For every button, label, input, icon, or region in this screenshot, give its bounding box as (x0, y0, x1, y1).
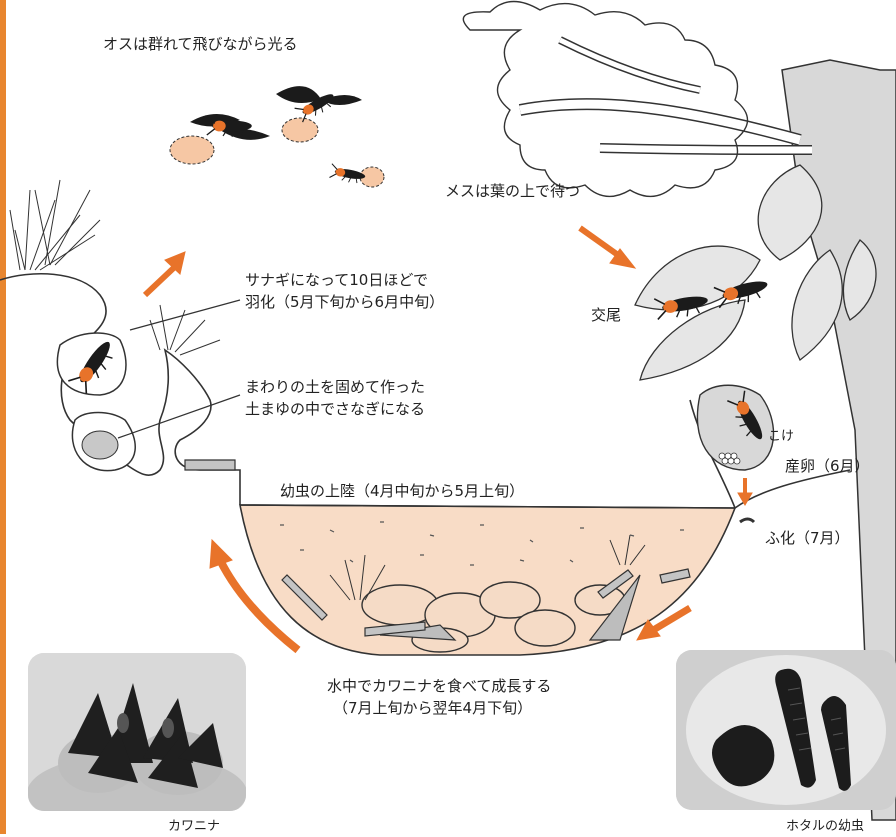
label-growth-line2: （7月上旬から翌年4月下旬） (333, 698, 532, 718)
flying-males (170, 86, 384, 187)
label-cocoon-line2: 土まゆの中でさなぎになる (245, 399, 425, 419)
photo-snails (28, 653, 246, 811)
label-males-flying: オスは群れて飛びながら光る (103, 34, 298, 54)
label-emerge-line2: 羽化（5月下旬から6月中旬） (245, 292, 444, 312)
label-mating: 交尾 (591, 305, 621, 325)
label-female-waits: メスは葉の上で待つ (445, 181, 580, 201)
label-growth-line1: 水中でカワニナを食べて成長する (327, 676, 551, 696)
snails-in-hands-image (28, 653, 246, 811)
label-hatching: ふ化（7月） (765, 528, 850, 548)
caption-larvae: ホタルの幼虫 (786, 817, 864, 837)
label-egg-laying: 産卵（6月） (785, 456, 870, 476)
label-moss: こけ (768, 427, 794, 447)
egg-site (697, 385, 773, 470)
leader-lines (118, 300, 240, 438)
label-cocoon-line1: まわりの土を固めて作った (245, 377, 425, 397)
caption-snails: カワニナ (168, 817, 220, 837)
pupa-chamber (57, 333, 126, 395)
label-emerge-line1: サナギになって10日ほどで (245, 270, 428, 290)
earth-cocoon (72, 413, 135, 471)
grass-tufts (10, 180, 220, 355)
label-landing: 幼虫の上陸（4月中旬から5月上旬） (280, 481, 524, 501)
photo-larvae (676, 650, 896, 810)
hatchling (740, 519, 754, 522)
left-border (0, 0, 6, 834)
firefly-larvae-image (676, 650, 896, 810)
